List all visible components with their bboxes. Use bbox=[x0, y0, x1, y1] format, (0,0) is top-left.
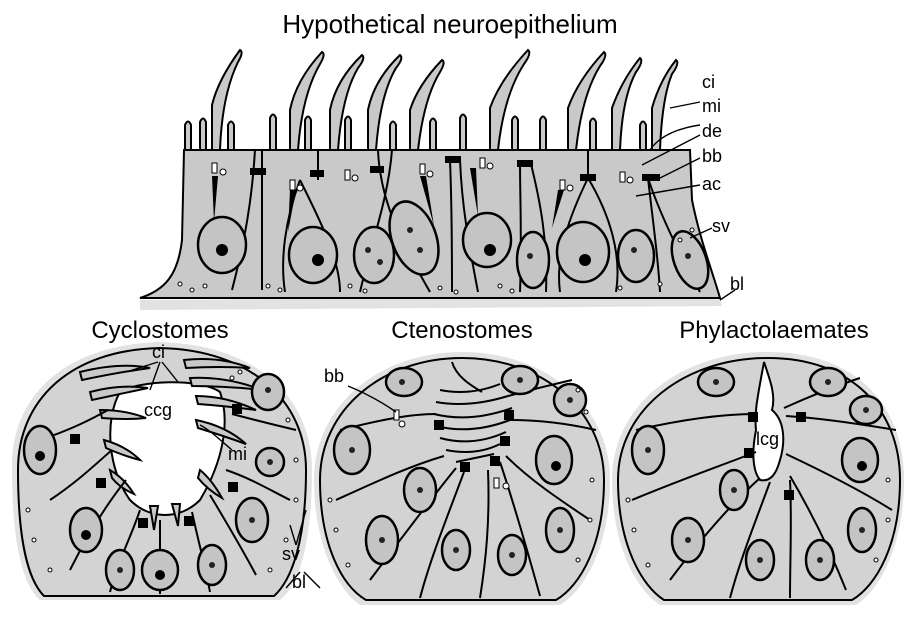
label-de-top: de bbox=[702, 121, 722, 141]
panel-title-phylactolaemates: Phylactolaemates bbox=[679, 317, 868, 344]
cyclostomes-drawing bbox=[12, 342, 320, 600]
label-ac-top: ac bbox=[702, 174, 721, 194]
label-ci-cyclostomes: ci bbox=[152, 342, 165, 362]
label-ccg-cyclostomes: ccg bbox=[144, 400, 172, 420]
panel-title-ctenostomes: Ctenostomes bbox=[391, 317, 532, 344]
label-sv-top: sv bbox=[712, 216, 730, 236]
label-sv-cyclostomes: sv bbox=[282, 544, 300, 564]
figure-title: Hypothetical neuroepithelium bbox=[282, 9, 617, 39]
ctenostomes-drawing bbox=[314, 352, 610, 605]
label-mi-top: mi bbox=[702, 96, 721, 116]
label-lcg-phylactolaemates: lcg bbox=[756, 429, 779, 449]
label-bb-top: bb bbox=[702, 146, 722, 166]
label-ci-top: ci bbox=[702, 72, 715, 92]
hypothetical-neuroepithelium-drawing bbox=[140, 50, 735, 310]
apical-cilia bbox=[185, 50, 677, 150]
panel-title-cyclostomes: Cyclostomes bbox=[91, 317, 228, 344]
label-bl-cyclostomes: bl bbox=[292, 572, 306, 592]
label-bb-ctenostomes: bb bbox=[324, 366, 344, 386]
label-bl-top: bl bbox=[730, 274, 744, 294]
phylactolaemates-drawing bbox=[612, 352, 904, 605]
label-mi-cyclostomes: mi bbox=[228, 444, 247, 464]
